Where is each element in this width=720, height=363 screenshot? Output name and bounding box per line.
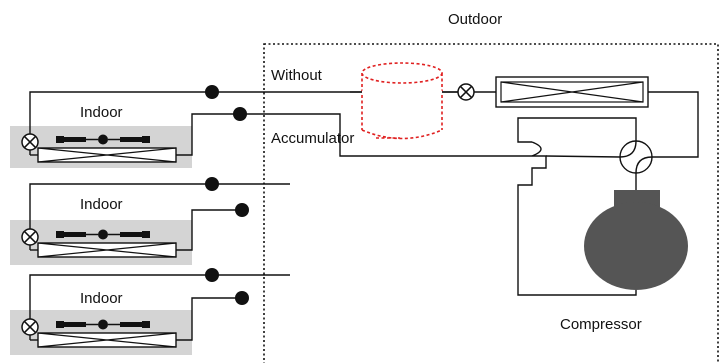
four-way-valve-icon — [619, 140, 653, 174]
compressor-label: Compressor — [560, 316, 642, 333]
service-valve-icon — [205, 268, 219, 282]
indoor-label: Indoor — [80, 104, 123, 121]
pipe — [264, 113, 532, 157]
indoor-label: Indoor — [80, 196, 123, 213]
service-valve-icon — [235, 203, 249, 217]
indoor-label: Indoor — [80, 290, 123, 307]
pipe-crossover — [531, 141, 542, 157]
outdoor-boundary — [263, 43, 719, 363]
heat-exchanger-icon — [37, 242, 177, 258]
accumulator-icon — [361, 62, 443, 140]
indoor-unit-3: Indoor — [10, 268, 290, 355]
pipe — [517, 155, 637, 296]
service-valve-icon — [205, 177, 219, 191]
without-label: Without — [271, 67, 323, 84]
heat-exchanger-icon — [37, 332, 177, 348]
outdoor-label: Outdoor — [448, 11, 502, 28]
pipe — [648, 91, 699, 158]
heat-exchanger-icon — [37, 147, 177, 163]
pipe — [29, 274, 264, 319]
service-valve-icon — [233, 107, 247, 121]
service-valve-icon — [205, 85, 219, 99]
accumulator-label: Accumulator — [271, 130, 354, 147]
outdoor-heat-exchanger-icon — [495, 76, 649, 108]
fan-motor-icon — [56, 319, 150, 330]
fan-motor-icon — [56, 229, 150, 240]
fan-motor-icon — [56, 134, 150, 145]
pipe — [29, 183, 264, 229]
pipe — [29, 91, 264, 134]
pipe — [176, 297, 242, 341]
pipe — [176, 209, 242, 251]
pipe — [176, 113, 264, 156]
indoor-unit-2: Indoor — [10, 177, 290, 265]
service-valve-icon — [235, 291, 249, 305]
compressor-icon — [584, 190, 688, 290]
pipe — [517, 117, 637, 143]
indoor-unit-1: Indoor — [10, 85, 264, 168]
